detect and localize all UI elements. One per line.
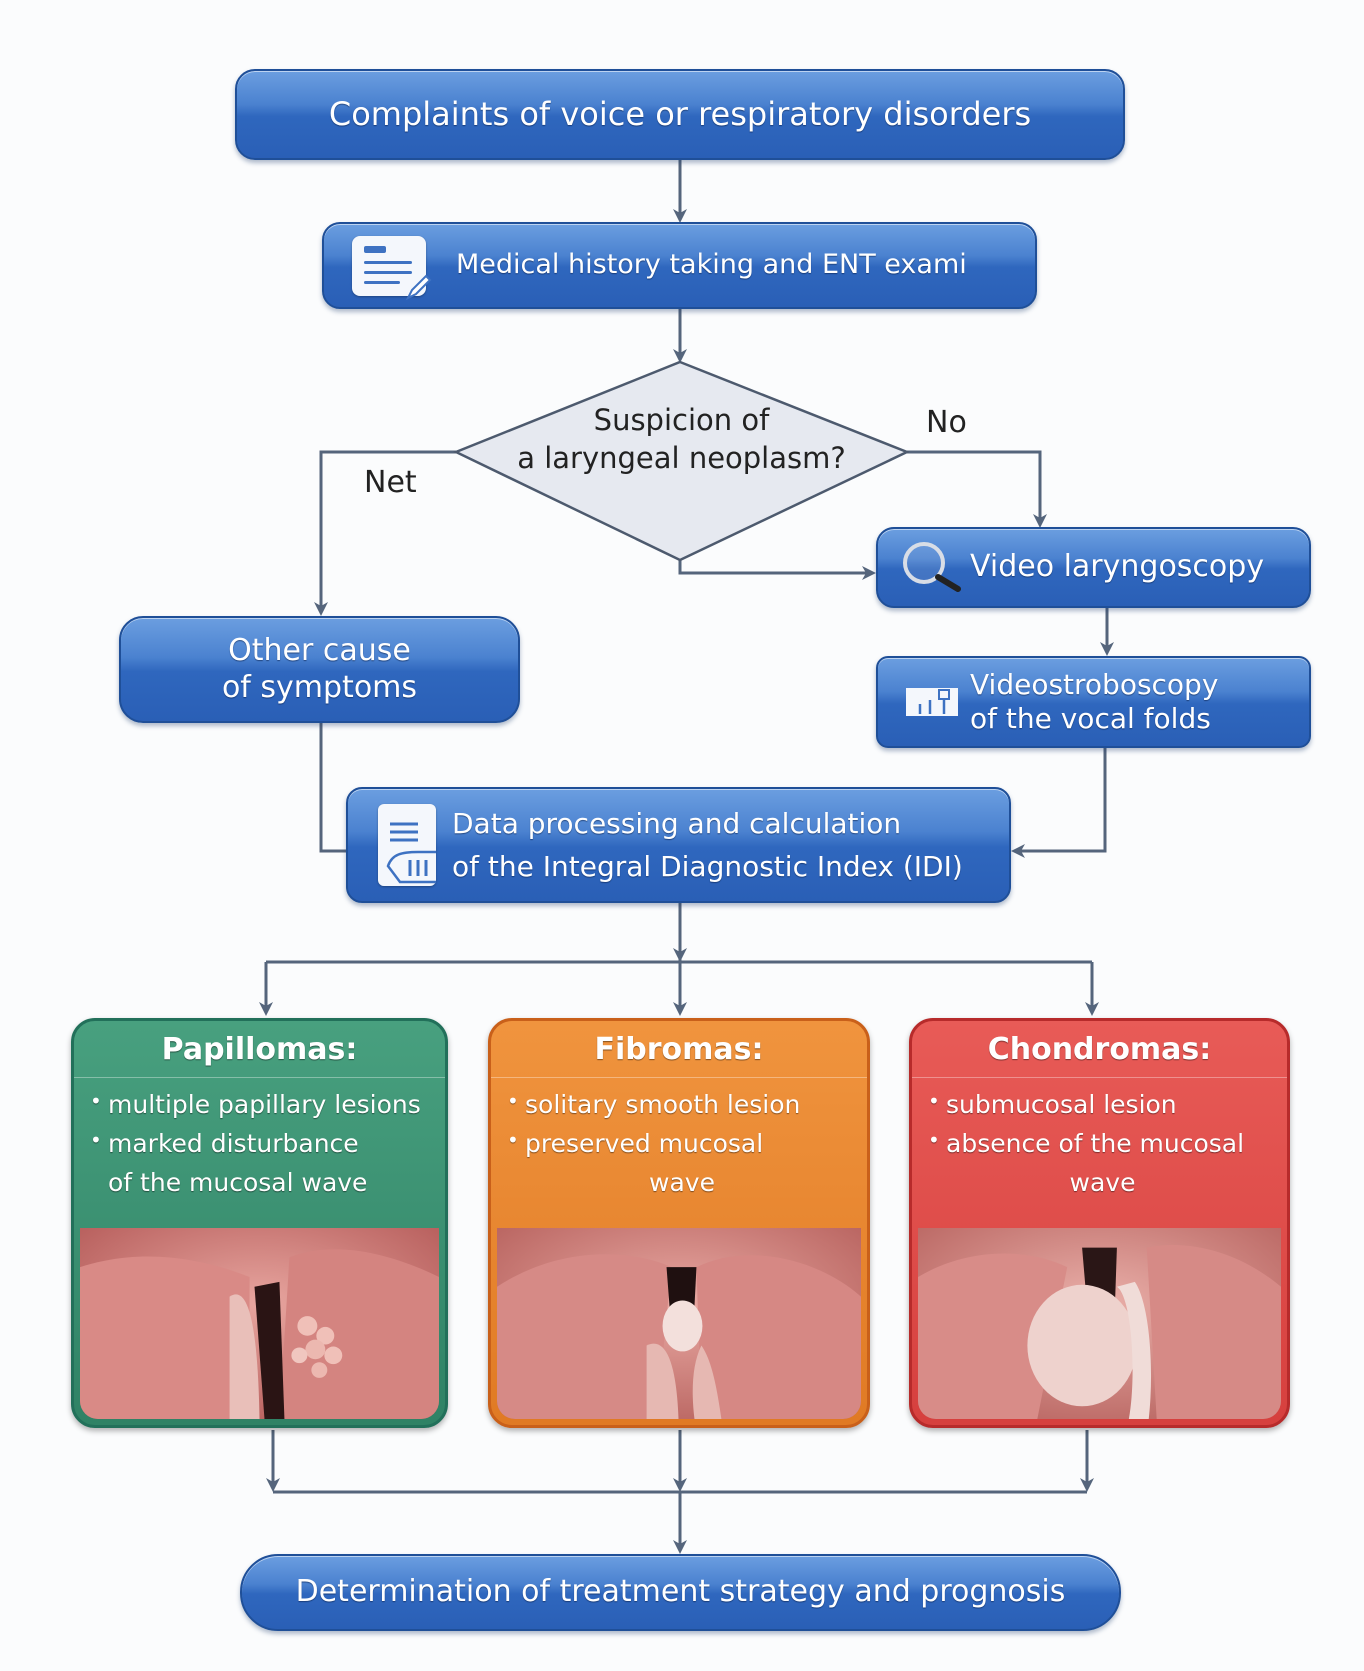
node-medical-history-label: Medical history taking and ENT exami: [456, 249, 967, 281]
card-bullet: •submucosal lesion: [928, 1089, 1177, 1119]
card-fibromas-title: Fibromas:: [491, 1021, 867, 1078]
arrow-net-other: [314, 450, 456, 616]
decision-label: Suspicion of a laryngeal neoplasm?: [456, 402, 907, 477]
card-papillomas-title: Papillomas:: [74, 1021, 445, 1078]
card-chondromas: Chondromas: •submucosal lesion •absence …: [909, 1018, 1290, 1428]
node-medical-history: Medical history taking and ENT exami: [322, 222, 1037, 309]
card-bullet-continuation: of the mucosal wave: [108, 1167, 368, 1197]
line-other-data: [319, 723, 346, 853]
decision-line-2: a laryngeal neoplasm?: [517, 440, 846, 475]
document-chart-icon: [378, 804, 446, 886]
arrow-strobe-data: [1011, 748, 1107, 858]
arrow-no-video: [907, 450, 1047, 528]
chondroma-photo: [918, 1228, 1281, 1419]
node-complaints: Complaints of voice or respiratory disor…: [235, 69, 1125, 160]
card-papillomas: Papillomas: •multiple papillary lesions …: [71, 1018, 448, 1428]
arrow-decision-video: [678, 560, 876, 580]
edge-label-net: Net: [364, 465, 417, 500]
card-bullet: •marked disturbance: [90, 1127, 359, 1158]
card-bullet: •solitary smooth lesion: [507, 1089, 801, 1119]
decision-line-1: Suspicion of: [593, 403, 770, 437]
decision-diamond: [452, 360, 911, 562]
card-bullet: •preserved mucosal: [507, 1127, 764, 1158]
card-bullet: •multiple papillary lesions: [90, 1089, 421, 1119]
card-bullet-continuation: wave: [1069, 1167, 1136, 1197]
card-bullet-continuation: wave: [649, 1167, 715, 1197]
card-chondromas-title: Chondromas:: [912, 1021, 1287, 1078]
fibroma-photo: [497, 1228, 861, 1419]
node-video-laryngoscopy-label: Video laryngoscopy: [970, 549, 1265, 585]
papilloma-photo: [80, 1228, 439, 1419]
document-pen-icon: [352, 235, 432, 300]
magnifier-icon: [903, 541, 961, 592]
card-bullet: •absence of the mucosal: [928, 1127, 1245, 1158]
node-final-treatment: Determination of treatment strategy and …: [240, 1554, 1121, 1631]
node-final-treatment-label: Determination of treatment strategy and …: [295, 1574, 1066, 1610]
edge-label-no: No: [926, 405, 967, 440]
chart-icon: [906, 688, 958, 716]
node-video-laryngoscopy: Video laryngoscopy: [876, 527, 1311, 608]
card-fibromas: Fibromas: •solitary smooth lesion •prese…: [488, 1018, 870, 1428]
node-complaints-label: Complaints of voice or respiratory disor…: [328, 94, 1032, 133]
